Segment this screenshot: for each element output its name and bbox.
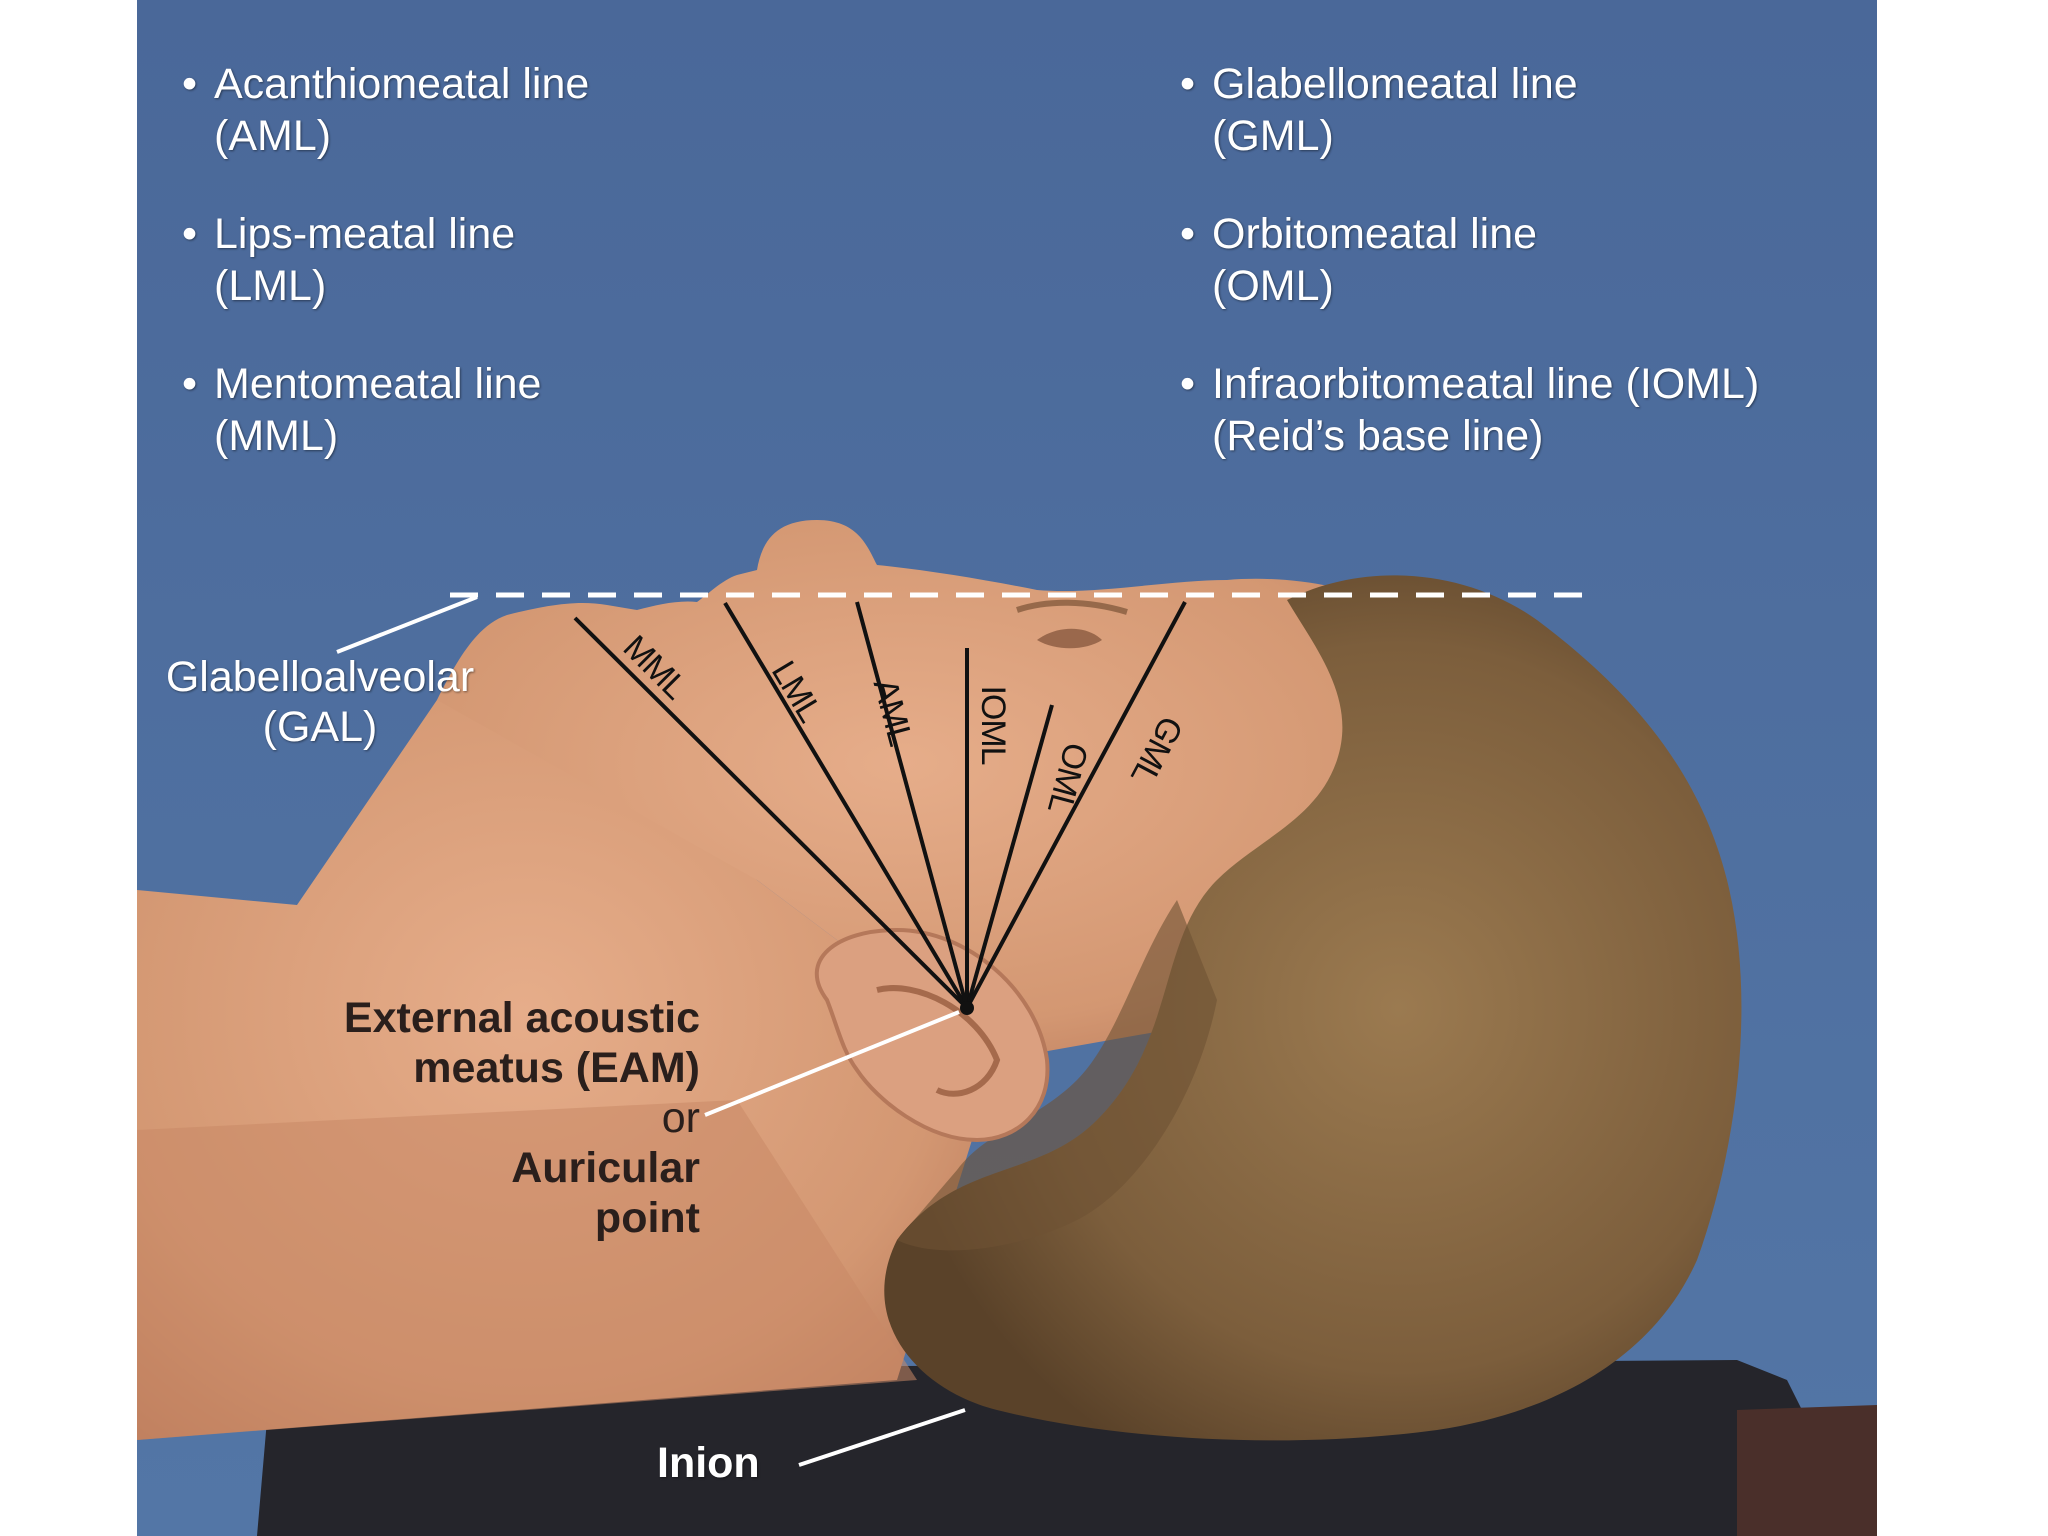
oml-line — [965, 704, 1054, 1009]
eyebrow — [1016, 599, 1128, 615]
ear-fold — [876, 985, 1001, 1097]
bullet-gml-abbr: (GML) — [1212, 112, 1334, 160]
gal-label-line1: Glabelloalveolar — [165, 653, 475, 701]
eam-point — [960, 1001, 974, 1015]
bullet-lml-abbr: (LML) — [214, 262, 327, 310]
table-edge — [1737, 1405, 1877, 1536]
bullet-mml-abbr: (MML) — [214, 412, 339, 460]
bullet-aml-abbr: (AML) — [214, 112, 332, 160]
bullet-ioml-name: Infraorbitomeatal line (IOML) — [1212, 360, 1760, 408]
aml-line — [855, 601, 969, 1009]
gal-label-line2: (GAL) — [262, 703, 378, 751]
bullet-dot: • — [182, 210, 198, 258]
bullet-ioml: • Infraorbitomeatal line (IOML) (Reid’s … — [1180, 358, 1760, 462]
eye — [1037, 628, 1102, 649]
positioning-lines-figure: MML LML AML IOML OML GML • Acanthiomeata… — [137, 0, 1877, 1536]
bullet-dot: • — [1180, 360, 1196, 408]
bullet-mml-name: Mentomeatal line — [214, 360, 542, 408]
positioning-lines — [573, 601, 1187, 1010]
bullet-oml-abbr: (OML) — [1212, 262, 1334, 310]
bullet-gml: • Glabellomeatal line (GML) — [1180, 58, 1578, 162]
bullet-dot: • — [182, 60, 198, 108]
bullet-dot: • — [1180, 210, 1196, 258]
bullet-lml: • Lips-meatal line (LML) — [182, 208, 516, 312]
bullet-ioml-abbr: (Reid’s base line) — [1212, 412, 1544, 460]
bullet-dot: • — [1180, 60, 1196, 108]
shoulder-shadow — [137, 1100, 917, 1440]
bullet-gml-name: Glabellomeatal line — [1212, 60, 1578, 108]
gal-pointer — [336, 595, 478, 654]
ioml-line-label: IOML — [974, 685, 1012, 764]
bullet-mml: • Mentomeatal line (MML) — [182, 358, 542, 462]
bullet-dot: • — [182, 360, 198, 408]
gal-label: Glabelloalveolar (GAL) — [150, 652, 490, 752]
eam-label-line4: Auricular — [511, 1144, 700, 1192]
sideburn — [897, 900, 1217, 1251]
inion-label: Inion — [657, 1439, 760, 1487]
mml-line — [573, 616, 969, 1010]
ear — [814, 927, 1050, 1143]
bullet-oml: • Orbitomeatal line (OML) — [1180, 208, 1538, 312]
eam-label-line1: External acoustic — [343, 994, 700, 1042]
gml-line — [965, 601, 1187, 1009]
eam-label-or: or — [661, 1094, 700, 1142]
bullet-aml: • Acanthiomeatal line (AML) — [182, 58, 590, 162]
illustration: MML LML AML IOML OML GML — [137, 0, 1877, 1536]
eam-label-line5: point — [594, 1194, 700, 1242]
lml-line — [723, 601, 969, 1010]
eam-pointer — [704, 1010, 960, 1117]
eam-label-line2: meatus (EAM) — [413, 1044, 700, 1092]
eam-label: External acoustic meatus (EAM) or Auricu… — [267, 993, 700, 1243]
inion-pointer — [798, 1408, 966, 1467]
bullet-oml-name: Orbitomeatal line — [1212, 210, 1538, 258]
hair — [884, 575, 1742, 1441]
bullet-lml-name: Lips-meatal line — [214, 210, 516, 258]
bullet-aml-name: Acanthiomeatal line — [214, 60, 590, 108]
